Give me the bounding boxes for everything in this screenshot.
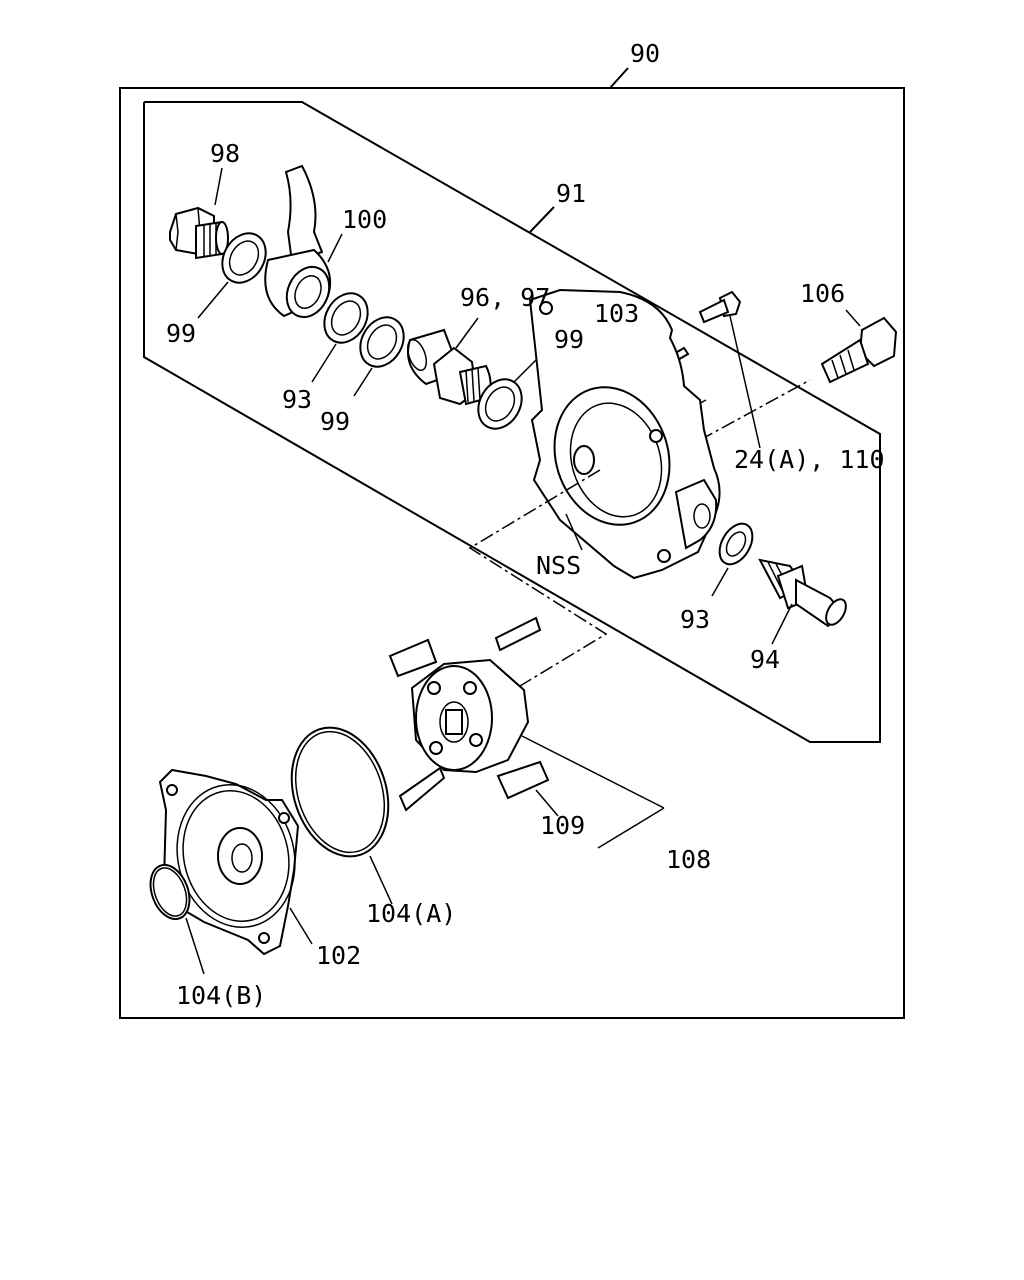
label-bolt-98: 98 — [210, 139, 240, 168]
connector-part-94 — [758, 558, 847, 645]
label-nss: NSS — [536, 551, 581, 580]
label-rotor-108: 108 — [666, 845, 711, 874]
oring-part-104a — [290, 726, 393, 905]
vanes-part-109 — [388, 616, 559, 817]
washer-part-99-c — [477, 347, 549, 430]
washer-part-93-a — [311, 292, 369, 383]
label-oring-104a: 104(A) — [366, 899, 456, 928]
cover-part-102 — [158, 768, 313, 956]
oring-part-104b — [149, 863, 205, 975]
label-pipe-100: 100 — [342, 205, 387, 234]
label-kit: 91 — [556, 179, 586, 208]
label-vane-109: 109 — [540, 811, 585, 840]
kit-boundary — [143, 101, 881, 743]
label-cover-102: 102 — [316, 941, 361, 970]
label-washer-93-b: 93 — [680, 605, 710, 634]
screw-part-24-110 — [698, 290, 761, 449]
label-bolt-106: 106 — [800, 279, 845, 308]
assembly-frame — [119, 87, 905, 1019]
rotor-part-108 — [410, 658, 665, 849]
washer-part-99-b — [353, 316, 405, 397]
label-washer-99-b: 99 — [320, 407, 350, 436]
label-screw-24-110: 24(A), 110 — [734, 445, 885, 474]
bolt-part-96-97 — [406, 317, 492, 406]
label-connector-94: 94 — [750, 645, 780, 674]
label-pin-103: 103 — [594, 299, 639, 328]
label-washer-93-a: 93 — [282, 385, 312, 414]
washer-part-99-a — [197, 232, 267, 319]
label-oring-104b: 104(B) — [176, 981, 266, 1010]
pipe-part-100 — [264, 164, 343, 319]
label-washer-99-c: 99 — [554, 325, 584, 354]
washer-part-93-b — [711, 522, 754, 597]
bolt-part-98 — [169, 167, 229, 260]
label-assembly: 90 — [630, 39, 660, 68]
bolt-part-106 — [820, 309, 898, 384]
housing-part-91 — [528, 288, 721, 580]
label-bolt-96-97: 96, 97 — [460, 283, 550, 312]
label-washer-99-a: 99 — [166, 319, 196, 348]
